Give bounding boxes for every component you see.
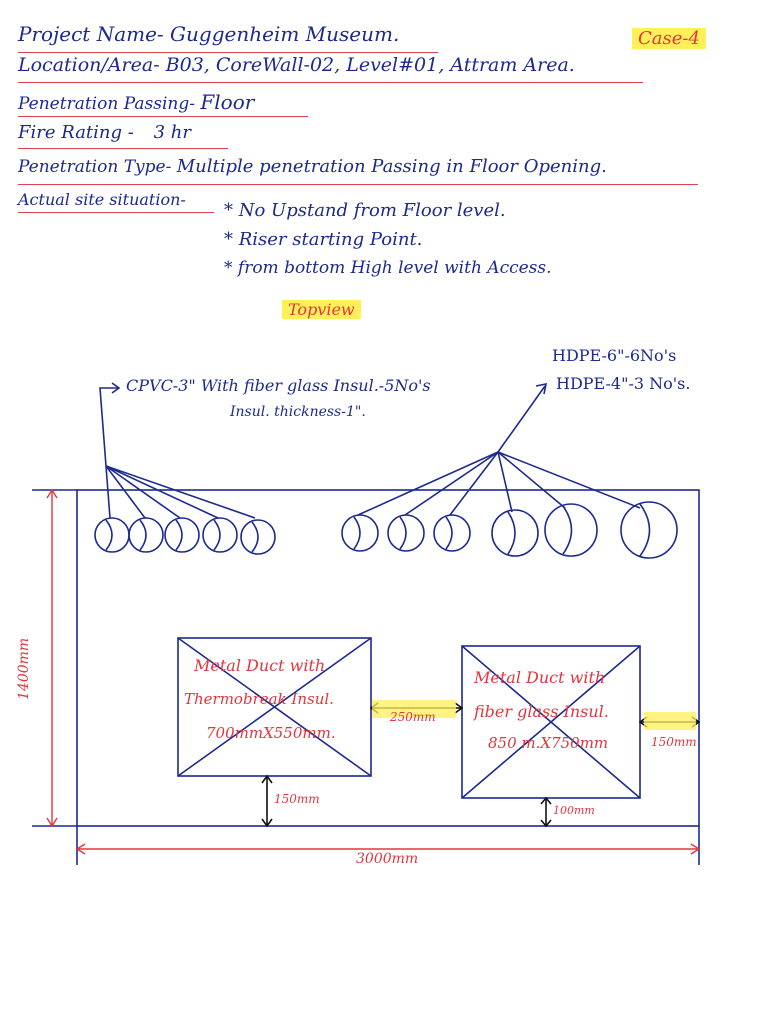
- underline: [18, 52, 438, 53]
- project-name-label: Project Name-: [18, 22, 164, 46]
- site-situation-label: Actual site situation-: [18, 190, 186, 209]
- arrowhead: [111, 382, 121, 394]
- cpvc-pipes: [94, 517, 276, 555]
- duct-2-line-1: Metal Duct with: [474, 668, 606, 687]
- site-situation-item: * No Upstand from Floor level.: [224, 200, 506, 221]
- duct-1-line-2: Thermobreak Insul.: [184, 690, 334, 708]
- penetration-passing-line: Penetration Passing- Floor: [18, 90, 254, 114]
- fire-rating-label: Fire Rating -: [18, 122, 134, 143]
- floor-opening-outline: [76, 489, 700, 827]
- duct-2-line-2: fiber glass Insul.: [474, 702, 609, 721]
- penetration-type-label: Penetration Type-: [18, 157, 172, 177]
- duct-1-line-1: Metal Duct with: [194, 656, 326, 675]
- underline: [18, 82, 643, 83]
- case-label: Case-4: [632, 28, 706, 49]
- hdpe-4-label: HDPE-4"-3 No's.: [556, 374, 691, 393]
- opening-height-label: 1400mm: [16, 637, 32, 700]
- opening-width-label: 3000mm: [356, 851, 419, 867]
- project-name-value: Guggenheim Museum.: [170, 22, 400, 46]
- site-situation-item: * Riser starting Point.: [224, 229, 423, 250]
- duct-1-outline: [177, 637, 372, 777]
- duct-1-line-3: 700mmX550mm.: [206, 724, 336, 742]
- hdpe-6-label: HDPE-6"-6No's: [552, 346, 677, 365]
- highlight: [644, 712, 696, 730]
- project-name-line: Project Name- Guggenheim Museum.: [18, 22, 399, 46]
- case-badge: Case-4: [632, 28, 706, 49]
- arrowhead: [535, 382, 548, 395]
- penetration-passing-label: Penetration Passing-: [18, 94, 195, 114]
- site-situation-item: * from bottom High level with Access.: [224, 258, 552, 278]
- gap-right-label: 150mm: [651, 735, 697, 749]
- fire-rating-value: 3 hr: [153, 122, 191, 143]
- highlight: [372, 700, 456, 718]
- penetration-type-line: Penetration Type- Multiple penetration P…: [18, 156, 607, 177]
- view-label: Topview: [282, 300, 361, 319]
- hdpe-pipes: [341, 501, 678, 559]
- location-value: B03, CoreWall-02, Level#01, Attram Area.: [165, 54, 575, 76]
- location-line: Location/Area- B03, CoreWall-02, Level#0…: [18, 54, 575, 76]
- gap-below-duct-1-label: 150mm: [274, 792, 320, 806]
- gap-below-duct-2-label: 100mm: [553, 804, 595, 817]
- penetration-passing-value: Floor: [200, 90, 255, 114]
- underline: [18, 116, 308, 117]
- fire-rating-line: Fire Rating - 3 hr: [18, 122, 191, 143]
- penetration-type-value: Multiple penetration Passing in Floor Op…: [176, 156, 607, 177]
- underline: [18, 212, 214, 213]
- cpvc-thickness-label: Insul. thickness-1".: [230, 404, 366, 420]
- leader-line: [497, 385, 546, 453]
- cpvc-label: CPVC-3" With fiber glass Insul.-5No's: [126, 376, 431, 395]
- gap-between-ducts-label: 250mm: [390, 710, 436, 724]
- underline: [18, 184, 698, 185]
- leader-line: [99, 387, 118, 467]
- duct-2-line-3: 850 m.X750mm: [488, 734, 609, 752]
- location-label: Location/Area-: [18, 54, 160, 76]
- underline: [18, 148, 228, 149]
